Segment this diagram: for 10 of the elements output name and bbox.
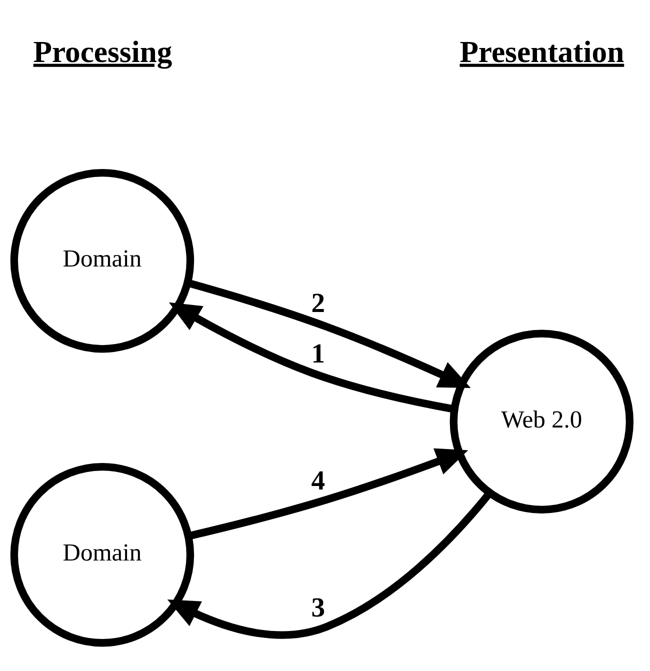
arrow [167, 490, 492, 639]
node-circle: Web 2.0 [450, 330, 634, 514]
edge-label: 3 [311, 592, 325, 623]
node-circle: Domain [10, 462, 194, 647]
label: Processing [33, 34, 172, 69]
edge-label: 1 [311, 338, 325, 369]
node-circle: Domain [10, 168, 194, 353]
label: Presentation [460, 34, 624, 69]
edge-label: 2 [311, 286, 325, 318]
edge-label: 4 [311, 464, 325, 496]
